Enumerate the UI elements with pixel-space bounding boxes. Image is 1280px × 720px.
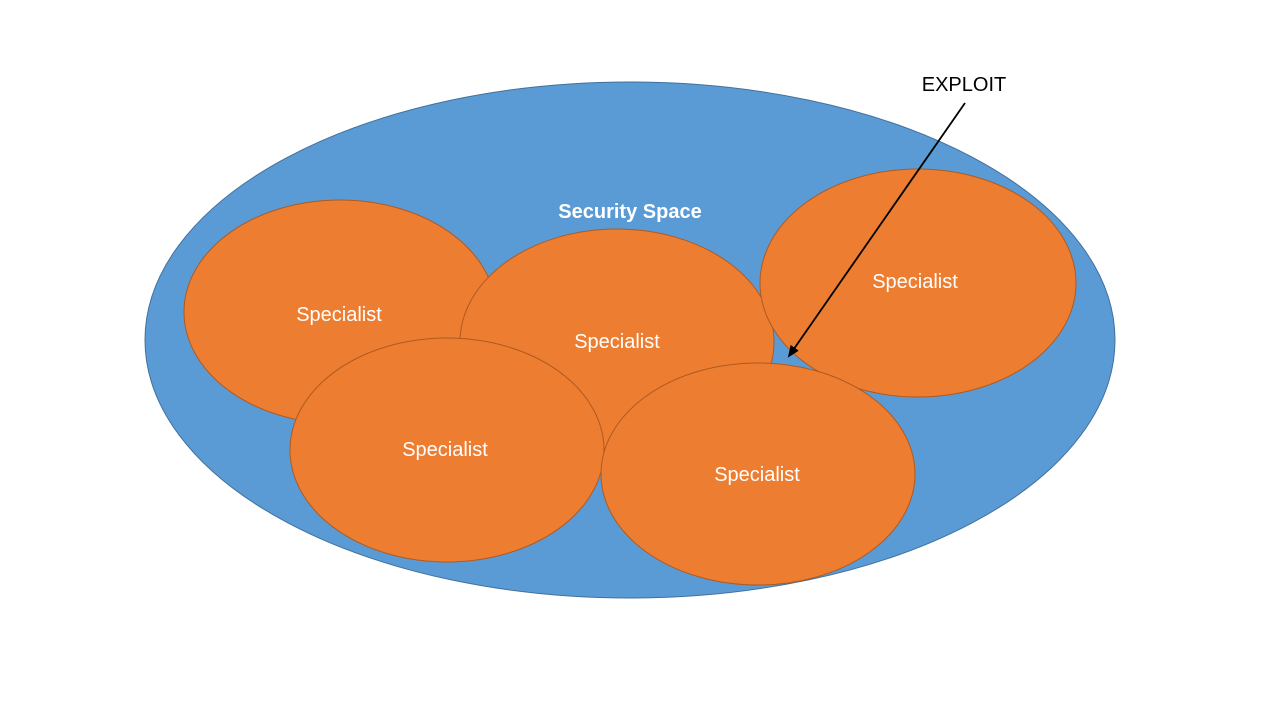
specialist-group-top-right: Specialist: [759, 168, 1077, 398]
specialist-group-bottom-right: Specialist: [600, 362, 916, 586]
specialist-ellipse-bottom-left: [289, 337, 605, 563]
specialist-label-top-center: Specialist: [574, 331, 660, 353]
exploit-arrow-line: [787, 102, 966, 358]
specialist-label-top-left: Specialist: [296, 304, 382, 326]
specialist-group-bottom-left: Specialist: [289, 337, 605, 563]
specialist-label-top-right: Specialist: [872, 271, 958, 293]
exploit-label: EXPLOIT: [922, 74, 1006, 96]
security-space-title: Security Space: [558, 201, 701, 223]
specialist-label-bottom-right: Specialist: [714, 464, 800, 486]
specialist-ellipse-bottom-right: [600, 362, 916, 586]
specialist-label-bottom-left: Specialist: [402, 439, 488, 461]
